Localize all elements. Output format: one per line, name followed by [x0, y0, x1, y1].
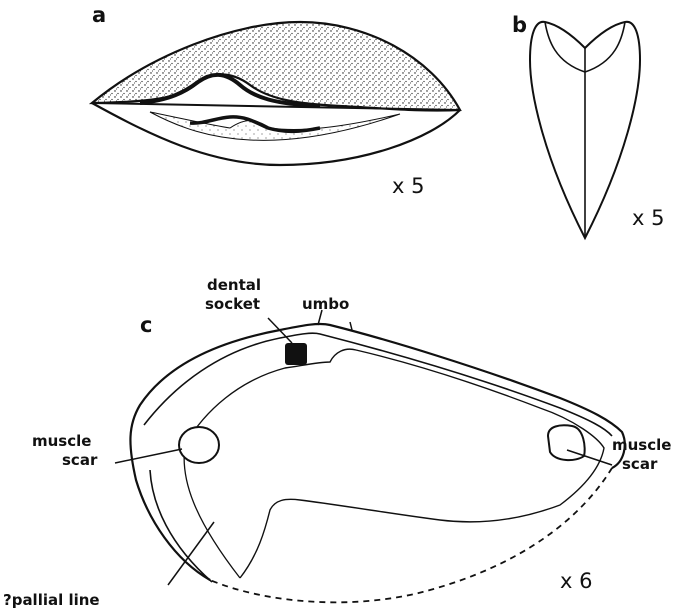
panel-a-label: a: [92, 3, 106, 27]
panel-c-scale: x 6: [560, 569, 592, 593]
label-scar-right: scar: [622, 455, 658, 473]
panel-b-label: b: [512, 13, 527, 37]
label-muscle-right: muscle: [612, 436, 671, 454]
muscle-scar-right: [548, 425, 585, 460]
panel-a-lower-inner: [150, 112, 400, 140]
panel-b: b x 5: [512, 13, 664, 238]
label-umbo: umbo: [302, 295, 349, 313]
leader-pallial-line: [168, 522, 214, 585]
label-muscle-left: muscle: [32, 432, 91, 450]
muscle-scar-left: [179, 427, 219, 463]
label-dental: dental: [207, 276, 261, 294]
panel-c-ventral-edge: [150, 470, 212, 582]
dental-socket-mark: [285, 343, 307, 365]
panel-a-scale: x 5: [392, 174, 424, 198]
label-scar-left: scar: [62, 451, 98, 469]
panel-b-scale: x 5: [632, 206, 664, 230]
panel-c-label: c: [140, 313, 152, 337]
panel-c-dashed-margin: [210, 468, 612, 602]
label-pallial-line: ?pallial line: [3, 591, 100, 609]
panel-c-cavity: [185, 349, 604, 578]
panel-a-upper-valve: [92, 22, 460, 111]
leader-muscle-left: [115, 449, 182, 463]
umbo-tick: [350, 322, 352, 330]
panel-c-ventral-edge-2: [184, 445, 240, 578]
panel-a: a x 5: [92, 3, 460, 198]
panel-c: c dental socket umbo muscle scar muscle: [3, 276, 671, 609]
label-socket: socket: [205, 295, 260, 313]
